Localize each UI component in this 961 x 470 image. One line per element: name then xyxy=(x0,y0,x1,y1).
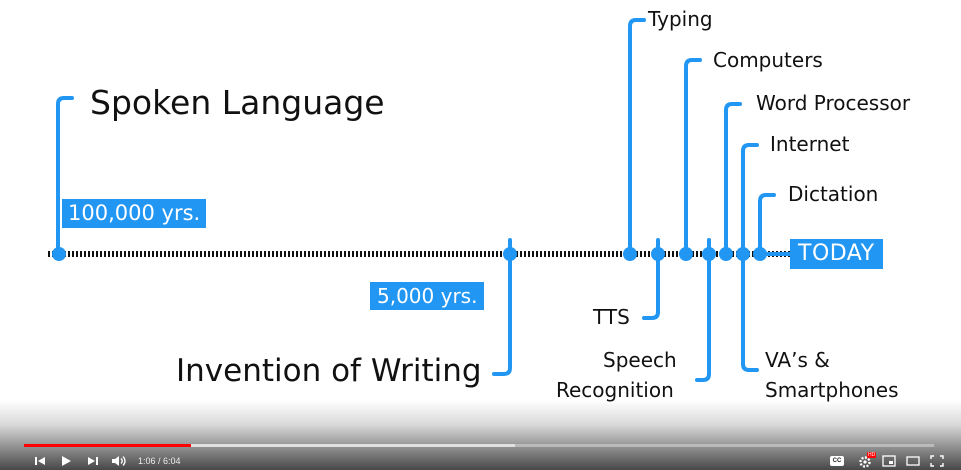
volume-icon[interactable] xyxy=(111,454,129,468)
label-word-processor: Word Processor xyxy=(756,91,911,115)
settings-gear-icon[interactable]: HD xyxy=(858,452,877,468)
tag-5000-years: 5,000 yrs. xyxy=(370,282,485,310)
speech-recognition-dot xyxy=(702,247,716,261)
player-controls-bar: 1:06 / 6:04 CC HD xyxy=(0,400,961,470)
label-speech-recognition-line1: Speech xyxy=(603,348,677,372)
computers-bracket xyxy=(684,58,702,256)
skip-previous-icon[interactable] xyxy=(34,454,46,468)
typing-bracket xyxy=(628,18,646,256)
label-vas-smartphones-line1: VA’s & xyxy=(765,348,830,372)
label-internet: Internet xyxy=(770,132,850,156)
theater-mode-icon[interactable] xyxy=(906,455,920,467)
dictation-dot xyxy=(753,247,767,261)
spoken-language-bracket xyxy=(56,96,74,256)
label-computers: Computers xyxy=(713,48,823,72)
progress-played xyxy=(24,444,191,447)
invention-of-writing-bracket xyxy=(492,238,512,376)
skip-next-icon[interactable] xyxy=(87,454,99,468)
captions-icon[interactable]: CC xyxy=(830,456,844,466)
vas-smartphones-bracket xyxy=(741,252,759,372)
tag-100000-years: 100,000 yrs. xyxy=(62,199,207,228)
speech-recognition-bracket xyxy=(695,238,711,382)
label-dictation: Dictation xyxy=(788,182,879,206)
dictation-bracket xyxy=(758,193,776,256)
internet-bracket xyxy=(741,143,759,256)
label-spoken-language: Spoken Language xyxy=(90,83,385,122)
label-vas-smartphones-line2: Smartphones xyxy=(765,378,899,402)
label-tts: TTS xyxy=(593,305,630,329)
miniplayer-icon[interactable] xyxy=(882,455,896,467)
tts-bracket xyxy=(642,238,660,320)
typing-dot xyxy=(623,247,637,261)
progress-buffered xyxy=(24,444,516,447)
word-processor-dot xyxy=(719,247,733,261)
label-typing: Typing xyxy=(648,7,713,31)
word-processor-bracket xyxy=(724,102,742,256)
progress-bar[interactable] xyxy=(24,444,934,447)
computers-dot xyxy=(679,247,693,261)
time-display: 1:06 / 6:04 xyxy=(138,456,181,466)
tts-dot xyxy=(651,247,665,261)
label-speech-recognition-line2: Recognition xyxy=(556,378,674,402)
tag-today: TODAY xyxy=(790,239,883,269)
hd-badge: HD xyxy=(867,452,877,458)
fullscreen-icon[interactable] xyxy=(930,455,944,467)
settings-gear-glyph xyxy=(859,456,871,468)
play-icon[interactable] xyxy=(60,454,72,468)
spoken-language-dot xyxy=(52,247,66,261)
label-invention-of-writing: Invention of Writing xyxy=(176,353,482,389)
invention-of-writing-dot xyxy=(503,247,517,261)
